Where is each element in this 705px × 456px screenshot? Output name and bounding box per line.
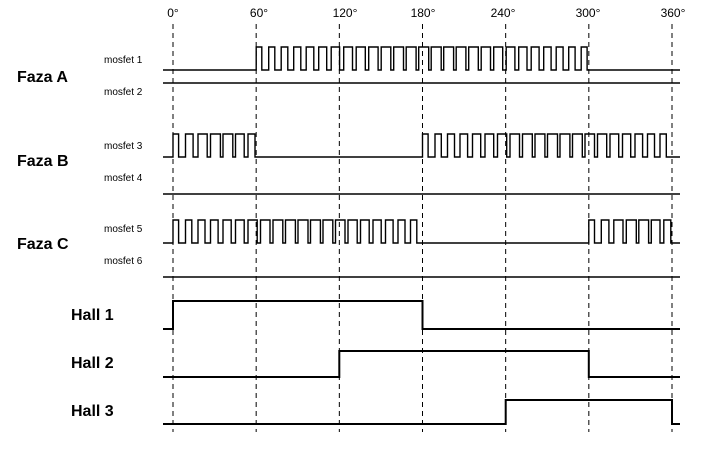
angle-label-120: 120°	[333, 6, 358, 20]
phase-label-a: Faza A	[17, 69, 68, 86]
mosfet-signal-3	[163, 133, 680, 158]
mosfet-signal-1	[163, 46, 680, 71]
mosfet-label-1: mosfet 1	[104, 55, 143, 66]
angle-label-60: 60°	[250, 6, 268, 20]
hall-signal-3	[163, 399, 680, 425]
hall-label-1: Hall 1	[71, 307, 114, 324]
angle-label-360: 360°	[661, 6, 686, 20]
phase-label-c: Faza C	[17, 236, 69, 253]
mosfet-label-2: mosfet 2	[104, 87, 143, 98]
angle-label-180: 180°	[411, 6, 436, 20]
hall-signal-2	[163, 350, 680, 378]
waveforms	[163, 46, 680, 425]
mosfet-signal-5	[163, 219, 680, 244]
angle-guides	[172, 24, 673, 432]
angle-labels: 0° 60° 120° 180° 240° 300° 360°	[167, 6, 685, 20]
hall-signal-1	[163, 300, 680, 330]
angle-label-300: 300°	[576, 6, 601, 20]
mosfet-label-5: mosfet 5	[104, 224, 143, 235]
mosfet-label-4: mosfet 4	[104, 173, 143, 184]
angle-label-0: 0°	[167, 6, 179, 20]
hall-label-2: Hall 2	[71, 355, 114, 372]
angle-label-240: 240°	[491, 6, 516, 20]
hall-label-3: Hall 3	[71, 403, 114, 420]
phase-label-b: Faza B	[17, 153, 69, 170]
mosfet-label-3: mosfet 3	[104, 141, 143, 152]
mosfet-label-6: mosfet 6	[104, 256, 143, 267]
